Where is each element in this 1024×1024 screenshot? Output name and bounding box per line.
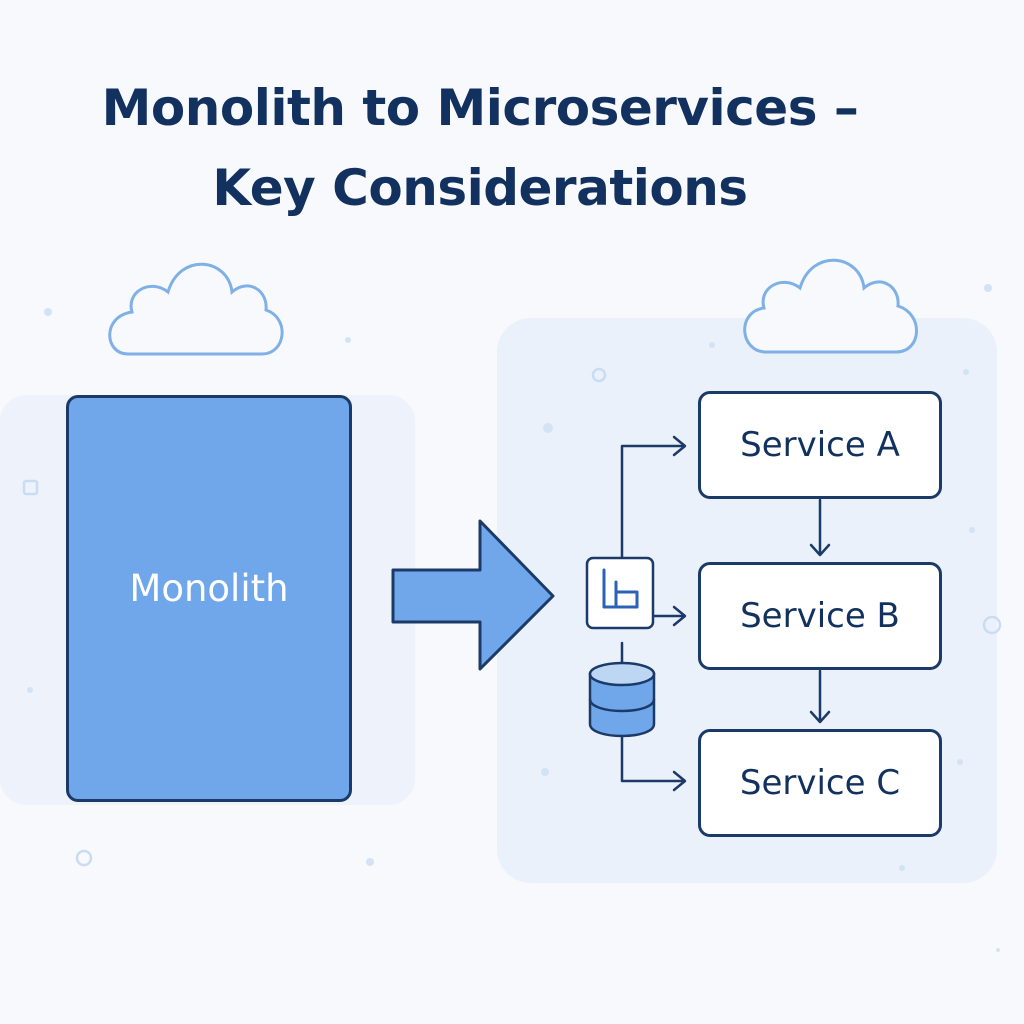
arrow-right-icon	[672, 435, 687, 457]
connector-to-service-a	[620, 444, 686, 560]
title-line-2: Key Considerations	[212, 159, 748, 217]
cloud-icon	[743, 258, 918, 354]
arrow-right-icon	[672, 770, 687, 792]
diagram-title: Monolith to Microservices – Key Consider…	[0, 68, 960, 228]
migration-arrow	[391, 519, 555, 671]
database-icon	[588, 661, 656, 738]
service-b-box: Service B	[698, 562, 942, 670]
service-a-label: Service A	[740, 425, 900, 465]
cloud-icon	[108, 262, 284, 356]
monolith-label: Monolith	[129, 567, 289, 610]
service-c-label: Service C	[739, 763, 901, 803]
decorative-rings	[22, 367, 1002, 867]
monolith-box: Monolith	[66, 395, 352, 802]
service-b-label: Service B	[740, 596, 900, 636]
api-gateway-icon	[585, 556, 655, 630]
service-c-box: Service C	[698, 729, 942, 837]
title-line-1: Monolith to Microservices –	[101, 79, 859, 137]
service-a-box: Service A	[698, 391, 942, 499]
connector-to-service-c	[620, 733, 686, 783]
connector-lines	[620, 435, 831, 792]
arrow-right-icon	[672, 605, 687, 627]
